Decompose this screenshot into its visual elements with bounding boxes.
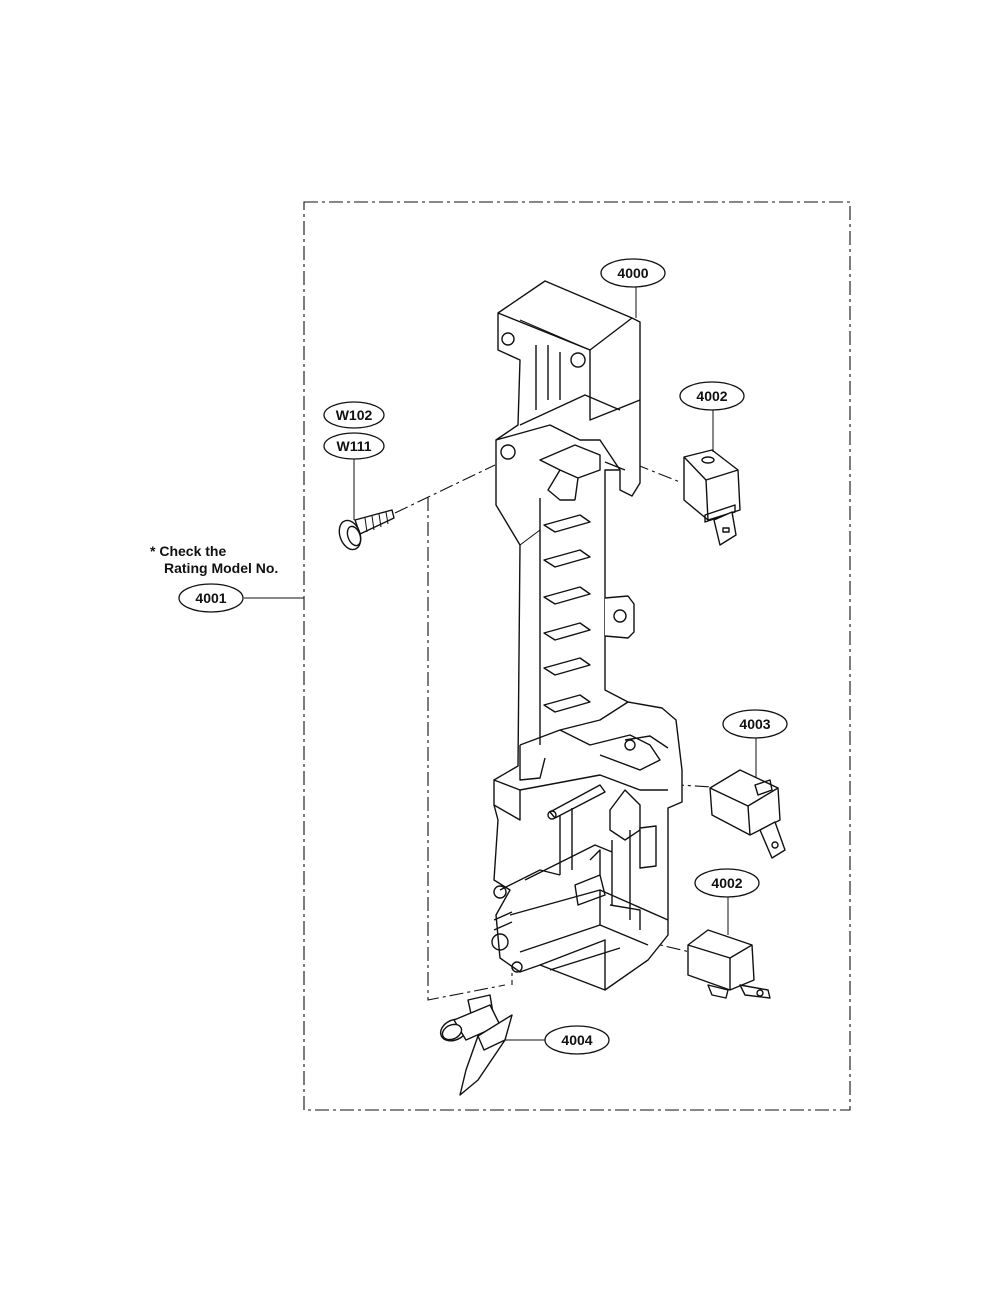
switch-4002-upper [683,449,741,546]
callout-w102-label: W102 [336,407,373,423]
callout-4004: 4004 [544,1025,610,1055]
callout-w111-label: W111 [336,438,371,454]
screw [338,509,395,551]
latch-bracket [491,280,683,991]
switch-4002-lower [687,929,771,999]
callout-4001: 4001 [178,583,244,613]
callout-4002-lower: 4002 [694,868,760,898]
callout-w111: W111 [323,432,385,460]
rating-model-note-line1: * Check the [150,543,227,559]
callout-4000-label: 4000 [617,265,648,281]
leader-lines [244,287,757,1041]
lever-4004 [439,994,513,1096]
vent-slots [543,514,591,713]
callout-4002-upper-label: 4002 [696,388,727,404]
callout-4004-label: 4004 [561,1032,592,1048]
callout-w102: W102 [323,401,385,429]
callout-4003: 4003 [722,709,788,739]
callout-4000: 4000 [600,258,666,288]
callout-4003-label: 4003 [739,716,770,732]
switch-4003 [709,769,786,859]
rating-model-note-line2: Rating Model No. [164,560,279,576]
callout-4002-upper: 4002 [679,381,745,411]
callout-4001-label: 4001 [195,590,226,606]
callout-4002-lower-label: 4002 [711,875,742,891]
diagram-frame [303,201,851,1111]
